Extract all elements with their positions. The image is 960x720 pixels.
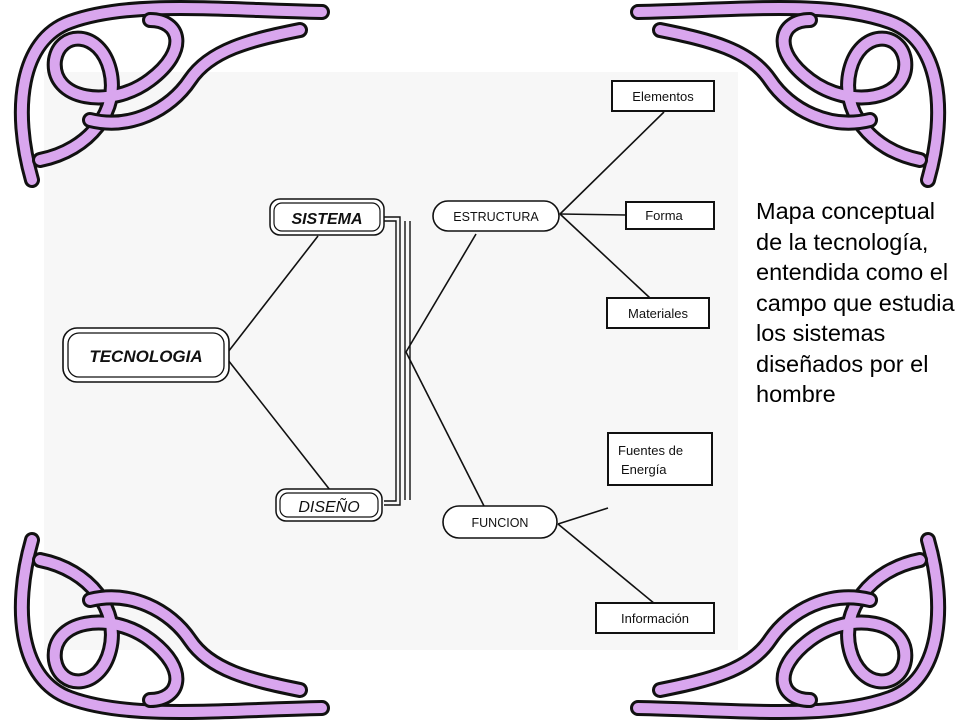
connector-estructura-forma	[559, 213, 627, 216]
node-elementos: Elementos	[611, 80, 715, 112]
connector-estructura-elementos	[559, 111, 665, 215]
node-label-forma: Forma	[645, 208, 683, 223]
celtic-knot-top-left-icon	[13, 0, 330, 188]
connector-estructura-materiales	[559, 213, 651, 299]
connector-funcion-informacion	[557, 523, 656, 605]
celtic-knot-bottom-left-icon	[13, 532, 330, 720]
celtic-knot-top-right-icon	[630, 0, 947, 188]
node-label-fuentes-line2: Energía	[621, 462, 667, 477]
caption-text: Mapa conceptual de la tecnología, entend…	[756, 198, 955, 407]
bracket-connector	[384, 216, 411, 506]
connector-funcion-fuentes	[557, 507, 609, 525]
connector-tecnologia-diseno	[227, 359, 331, 491]
connector-bracket-funcion	[405, 351, 485, 507]
node-label-tecnologia: TECNOLOGIA	[89, 347, 202, 366]
node-label-informacion: Información	[621, 611, 689, 626]
node-sistema: SISTEMA	[269, 198, 385, 236]
node-fuentes-energia: Fuentes de Energía	[607, 432, 713, 486]
node-informacion: Información	[595, 602, 715, 634]
connector-bracket-estructura	[405, 233, 477, 353]
node-materiales: Materiales	[606, 297, 710, 329]
node-funcion: FUNCION	[442, 505, 558, 539]
connectors	[227, 111, 665, 605]
node-label-funcion: FUNCION	[472, 516, 529, 530]
node-label-materiales: Materiales	[628, 306, 688, 321]
node-label-diseno: DISEÑO	[298, 497, 359, 516]
node-tecnologia: TECNOLOGIA	[62, 327, 230, 383]
node-diseno: DISEÑO	[275, 488, 383, 522]
connector-tecnologia-sistema	[227, 235, 319, 353]
node-label-fuentes-line1: Fuentes de	[618, 443, 683, 458]
node-label-estructura: ESTRUCTURA	[453, 210, 539, 224]
node-estructura: ESTRUCTURA	[432, 200, 560, 232]
celtic-knot-bottom-right-icon	[630, 532, 947, 720]
node-label-sistema: SISTEMA	[291, 211, 362, 228]
node-label-elementos: Elementos	[632, 89, 694, 104]
node-forma: Forma	[625, 201, 715, 230]
